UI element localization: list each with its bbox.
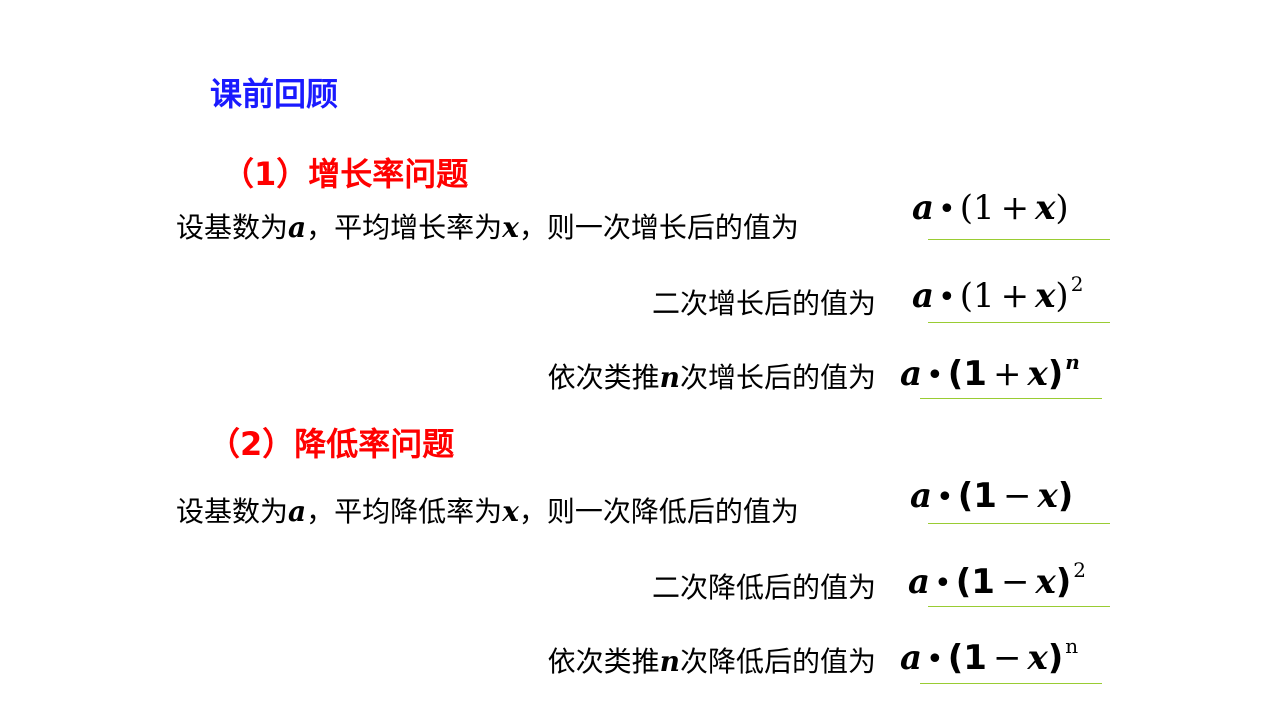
decline-answer-line-3: [920, 683, 1102, 684]
formula-dot: •: [934, 566, 952, 601]
formula-lparen: (: [947, 638, 964, 678]
formula-operator: +: [1000, 188, 1030, 228]
formula-rparen: ): [1055, 276, 1069, 316]
decline-formula-3: a•(1−x)n: [900, 636, 1078, 680]
decline-line-1-prefix: 设基数为: [176, 495, 289, 528]
decline-line-3-prefix: 依次类推: [547, 645, 660, 678]
decline-line-2: 二次降低后的值为: [651, 571, 876, 604]
formula-operator: +: [992, 354, 1022, 394]
formula-var-x: x: [1027, 638, 1048, 678]
formula-lparen: (: [947, 354, 964, 394]
formula-var-a: a: [908, 562, 931, 602]
growth-line-1-prefix: 设基数为: [176, 211, 289, 244]
growth-line-3-suffix: 次增长后的值为: [679, 361, 876, 394]
decline-answer-line-1: [928, 523, 1110, 524]
growth-line-3-prefix: 依次类推: [547, 361, 660, 394]
formula-lparen: (: [955, 562, 972, 602]
formula-dot: •: [938, 192, 956, 227]
formula-one: 1: [973, 188, 995, 228]
formula-rparen: ): [1055, 188, 1069, 228]
growth-line-1: 设基数为a，平均增长率为x，则一次增长后的值为: [176, 210, 799, 246]
formula-operator: −: [1000, 562, 1030, 602]
growth-section-title: （1）增长率问题: [222, 155, 469, 193]
formula-exponent: 2: [1073, 558, 1087, 582]
decline-answer-line-2: [928, 606, 1110, 607]
formula-rparen: ): [1057, 476, 1074, 516]
growth-answer-line-2: [928, 322, 1110, 323]
formula-exponent: 2: [1070, 272, 1084, 296]
formula-one: 1: [963, 638, 987, 678]
growth-line-1-var-a: a: [288, 211, 307, 244]
formula-one: 1: [973, 276, 995, 316]
formula-var-a: a: [900, 354, 923, 394]
decline-line-3-var-n: n: [659, 645, 680, 678]
formula-var-x: x: [1037, 476, 1058, 516]
growth-formula-3: a•(1+x)n: [900, 352, 1080, 396]
formula-lparen: (: [959, 276, 973, 316]
formula-exponent: n: [1065, 634, 1079, 658]
formula-rparen: ): [1055, 562, 1072, 602]
formula-dot: •: [936, 480, 954, 515]
formula-var-a: a: [900, 638, 923, 678]
growth-line-1-mid: ，平均增长率为: [306, 211, 503, 244]
formula-exponent: n: [1065, 350, 1080, 374]
formula-var-a: a: [912, 276, 935, 316]
decline-line-1-var-x: x: [502, 495, 519, 528]
formula-one: 1: [973, 476, 997, 516]
formula-var-x: x: [1035, 276, 1056, 316]
decline-line-3: 依次类推n次降低后的值为: [548, 644, 876, 680]
growth-formula-1: a•(1+x): [912, 188, 1069, 230]
review-title: 课前回顾: [210, 75, 339, 113]
formula-var-a: a: [910, 476, 933, 516]
decline-section-title: （2）降低率问题: [208, 425, 455, 463]
growth-line-1-suffix: ，则一次增长后的值为: [518, 211, 799, 244]
growth-line-3: 依次类推n次增长后的值为: [548, 360, 876, 396]
formula-one: 1: [963, 354, 987, 394]
formula-rparen: ): [1047, 638, 1064, 678]
formula-var-x: x: [1035, 188, 1056, 228]
formula-var-x: x: [1035, 562, 1056, 602]
growth-answer-line-3: [920, 398, 1102, 399]
formula-operator: +: [1000, 276, 1030, 316]
decline-line-1-var-a: a: [288, 495, 307, 528]
growth-formula-2: a•(1+x)2: [912, 274, 1083, 318]
formula-dot: •: [926, 642, 944, 677]
decline-formula-2: a•(1−x)2: [908, 560, 1086, 604]
growth-line-3-var-n: n: [659, 361, 680, 394]
formula-one: 1: [971, 562, 995, 602]
formula-operator: −: [1002, 476, 1032, 516]
formula-lparen: (: [959, 188, 973, 228]
formula-dot: •: [926, 358, 944, 393]
decline-line-1-suffix: ，则一次降低后的值为: [518, 495, 799, 528]
decline-line-3-suffix: 次降低后的值为: [679, 645, 876, 678]
growth-line-1-var-x: x: [502, 211, 519, 244]
decline-formula-1: a•(1−x): [910, 476, 1073, 518]
growth-answer-line-1: [928, 239, 1110, 240]
decline-line-1-mid: ，平均降低率为: [306, 495, 503, 528]
formula-lparen: (: [957, 476, 974, 516]
formula-var-a: a: [912, 188, 935, 228]
decline-line-1: 设基数为a，平均降低率为x，则一次降低后的值为: [176, 494, 799, 530]
formula-dot: •: [938, 280, 956, 315]
growth-line-2: 二次增长后的值为: [651, 287, 876, 320]
formula-rparen: ): [1047, 354, 1064, 394]
formula-operator: −: [992, 638, 1022, 678]
formula-var-x: x: [1027, 354, 1048, 394]
